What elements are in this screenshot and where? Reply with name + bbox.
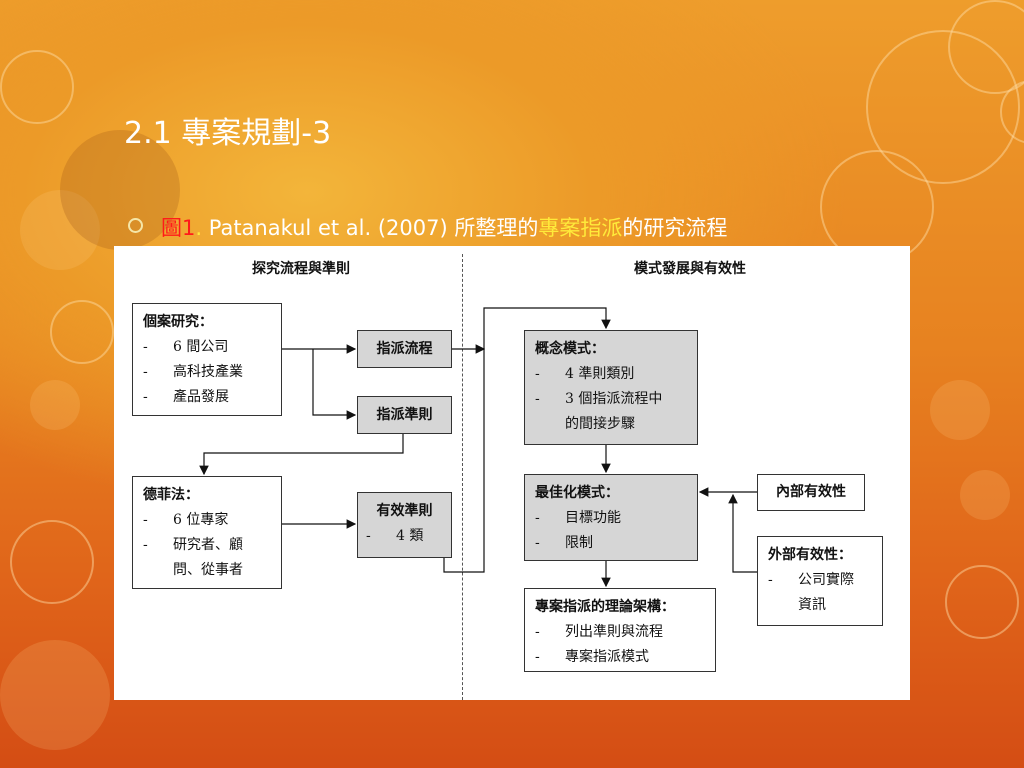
- theory-framework-box: 專案指派的理論架構： -列出準則與流程 -專案指派模式: [524, 588, 716, 672]
- caption-highlight: 專案指派: [538, 216, 623, 240]
- list-item-continuation: 問、從事者: [173, 562, 243, 578]
- caption-text-end: 的研究流程: [622, 216, 728, 240]
- case-study-box: 個案研究： -6 間公司 -高科技產業 -產品發展: [132, 303, 282, 416]
- list-item-continuation: 的間接步驟: [565, 416, 635, 432]
- connector-arrows: [199, 307, 757, 588]
- circle-bullet-icon: [128, 218, 143, 233]
- valid-criteria-box: 有效準則 -4 類: [357, 492, 452, 558]
- list-item: -3 個指派流程中: [535, 391, 663, 407]
- bokeh-circle: [930, 380, 990, 440]
- research-flow-diagram: 探究流程與準則 模式發展與有效性 個案研究： -6 間公司 -高科技產業 -產品…: [114, 246, 910, 700]
- case-study-title: 個案研究：: [143, 314, 213, 330]
- bokeh-circle: [30, 380, 80, 430]
- list-item-continuation: 資訊: [798, 597, 826, 613]
- left-section-heading: 探究流程與準則: [252, 261, 350, 277]
- list-item: -專案指派模式: [535, 649, 649, 665]
- figure-caption: 圖1. Patanakul et al. (2007) 所整理的專案指派的研究流…: [128, 212, 727, 242]
- bokeh-circle: [50, 300, 114, 364]
- figure-label-sep: .: [195, 216, 203, 240]
- arrow-external-to-optimization: [728, 493, 757, 573]
- right-section-heading: 模式發展與有效性: [634, 261, 746, 277]
- arrow-criteria-to-delphi: [199, 434, 404, 476]
- list-item: -限制: [535, 535, 593, 551]
- external-validity-box: 外部有效性： -公司實際 資訊: [757, 536, 883, 626]
- arrow-valid-to-concept: [443, 307, 611, 573]
- bokeh-circle: [945, 565, 1019, 639]
- list-item: -研究者、顧: [143, 537, 243, 553]
- optimization-title: 最佳化模式：: [535, 485, 619, 501]
- arrow-case-to-criteria: [312, 349, 357, 420]
- bokeh-circle: [1000, 80, 1024, 144]
- list-item: -高科技產業: [143, 364, 243, 380]
- delphi-box: 德菲法： -6 位專家 -研究者、顧 問、從事者: [132, 476, 282, 589]
- bokeh-circle: [948, 0, 1024, 94]
- concept-model-title: 概念模式：: [535, 341, 605, 357]
- list-item: -公司實際: [768, 572, 854, 588]
- optimization-model-box: 最佳化模式： -目標功能 -限制: [524, 474, 698, 561]
- concept-model-box: 概念模式： -4 準則類別 -3 個指派流程中 的間接步驟: [524, 330, 698, 445]
- theory-framework-title: 專案指派的理論架構：: [535, 599, 675, 615]
- list-item: -6 間公司: [143, 339, 229, 355]
- caption-text: Patanakul et al. (2007) 所整理的: [202, 216, 539, 240]
- bokeh-circle: [20, 190, 100, 270]
- list-item: -列出準則與流程: [535, 624, 663, 640]
- slide-title: 2.1 專案規劃-3: [124, 116, 332, 151]
- section-divider: [462, 254, 463, 700]
- delphi-title: 德菲法：: [143, 487, 199, 503]
- valid-criteria-title: 有效準則: [376, 503, 433, 519]
- bokeh-circle: [0, 50, 74, 124]
- list-item: -4 類: [366, 528, 424, 544]
- assign-process-box: 指派流程: [357, 330, 452, 368]
- internal-validity-box: 內部有效性: [757, 474, 865, 511]
- bokeh-circle: [0, 640, 110, 750]
- bokeh-circle: [960, 470, 1010, 520]
- list-item: -產品發展: [143, 389, 229, 405]
- figure-label: 圖1: [161, 216, 196, 240]
- list-item: -6 位專家: [143, 512, 229, 528]
- bokeh-circle: [10, 520, 94, 604]
- list-item: -4 準則類別: [535, 366, 635, 382]
- external-validity-title: 外部有效性：: [768, 547, 852, 563]
- list-item: -目標功能: [535, 510, 621, 526]
- bokeh-circle: [866, 30, 1020, 184]
- assign-criteria-box: 指派準則: [357, 396, 452, 434]
